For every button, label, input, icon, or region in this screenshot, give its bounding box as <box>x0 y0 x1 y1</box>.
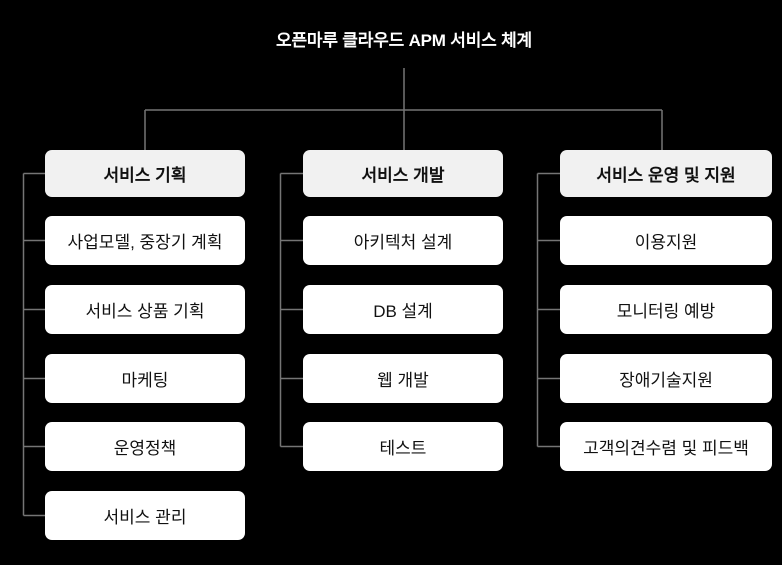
node-db-design: DB 설계 <box>303 285 503 334</box>
node-business-model-midterm-plan: 사업모델, 중장기 계획 <box>45 216 245 265</box>
column-header-service-planning: 서비스 기획 <box>45 150 245 197</box>
node-monitoring-prevention: 모니터링 예방 <box>560 285 772 334</box>
top-tree-lines <box>144 68 663 150</box>
node-test: 테스트 <box>303 422 503 471</box>
chart-title: 오픈마루 클라우드 APM 서비스 체계 <box>276 31 532 50</box>
node-customer-feedback: 고객의견수렴 및 피드백 <box>560 422 772 471</box>
node-service-management: 서비스 관리 <box>45 491 245 540</box>
node-web-development: 웹 개발 <box>303 354 503 403</box>
column2-branch-lines <box>279 172 303 448</box>
node-architecture-design: 아키텍처 설계 <box>303 216 503 265</box>
column3-branch-lines <box>536 172 560 448</box>
node-usage-support: 이용지원 <box>560 216 772 265</box>
node-marketing: 마케팅 <box>45 354 245 403</box>
node-operation-policy: 운영정책 <box>45 422 245 471</box>
column1-branch-lines <box>22 172 45 517</box>
column-header-service-development: 서비스 개발 <box>303 150 503 197</box>
column-header-service-operation-support: 서비스 운영 및 지원 <box>560 150 772 197</box>
node-failure-technical-support: 장애기술지원 <box>560 354 772 403</box>
node-service-product-planning: 서비스 상품 기획 <box>45 285 245 334</box>
